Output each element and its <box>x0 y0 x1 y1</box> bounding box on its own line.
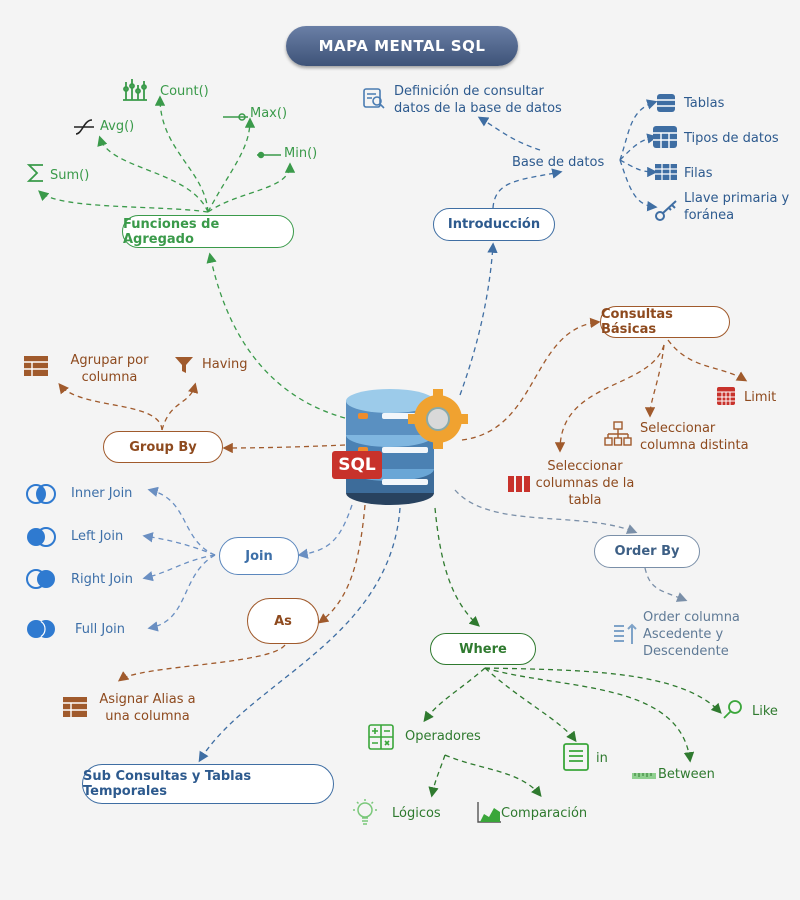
calculator-icon <box>368 724 394 754</box>
node-label: Order By <box>614 544 680 559</box>
item-agrupar: Agrupar por columna <box>70 353 149 385</box>
item-right-join: Right Join <box>71 572 134 587</box>
title-banner: MAPA MENTAL SQL <box>286 26 518 66</box>
node-label: Where <box>459 641 507 657</box>
key-icon <box>654 198 680 226</box>
table-icon <box>652 125 678 153</box>
item-tipos-de-datos: Tipos de datos <box>684 131 779 146</box>
item-min: Min() <box>284 146 318 161</box>
node-label: As <box>274 613 292 629</box>
database-icon <box>656 92 676 118</box>
table-icon <box>62 696 88 722</box>
area-chart-icon <box>476 800 502 828</box>
item-columnas-tabla: Seleccionar columnas de la tabla <box>535 459 635 508</box>
item-order-columna: Order columna Ascedente y Descendente <box>643 610 740 659</box>
magnifier-icon <box>722 698 744 724</box>
node-order-by[interactable]: Order By <box>594 535 700 568</box>
node-sub-consultas[interactable]: Sub Consultas y Tablas Temporales <box>82 764 334 804</box>
venn-full-icon <box>24 618 58 644</box>
slider-max-icon <box>222 108 250 127</box>
item-inner-join: Inner Join <box>71 486 133 501</box>
slider-min-icon <box>256 146 282 165</box>
item-tablas: Tablas <box>684 96 725 111</box>
columns-icon <box>507 474 531 498</box>
node-funciones-de-agregado[interactable]: Funciones de Agregado <box>122 215 294 248</box>
calendar-grid-icon <box>716 386 736 410</box>
table-icon <box>23 355 49 381</box>
item-operadores: Operadores <box>405 729 481 744</box>
sigma-icon <box>26 162 46 188</box>
item-llave: Llave primaria y foránea <box>684 191 790 223</box>
item-having: Having <box>202 357 248 372</box>
item-limit: Limit <box>744 390 777 405</box>
node-label: Funciones de Agregado <box>123 216 220 247</box>
item-comparacion: Comparación <box>501 806 588 821</box>
intro-definicion: Definición de consultar datos de la base… <box>394 84 562 116</box>
item-like: Like <box>752 704 778 719</box>
node-join[interactable]: Join <box>219 537 299 575</box>
page-title: MAPA MENTAL SQL <box>318 37 486 55</box>
venn-right-icon <box>24 568 58 594</box>
lightbulb-icon <box>352 798 378 830</box>
node-where[interactable]: Where <box>430 633 536 665</box>
item-left-join: Left Join <box>71 529 124 544</box>
node-group-by[interactable]: Group By <box>103 431 223 463</box>
sql-database-icon: SQL <box>330 385 470 510</box>
item-max: Max() <box>250 106 288 121</box>
bar-chart-icon <box>122 76 148 106</box>
node-introduccion[interactable]: Introducción <box>433 208 555 241</box>
node-label: Introducción <box>447 217 541 232</box>
node-label: Group By <box>129 439 197 455</box>
item-logicos: Lógicos <box>392 806 441 821</box>
venn-inner-icon <box>24 483 58 509</box>
item-in: in <box>596 751 608 766</box>
rows-icon <box>654 163 678 185</box>
item-count: Count() <box>160 84 209 99</box>
ruler-icon <box>631 767 657 786</box>
item-sum: Sum() <box>50 168 90 183</box>
venn-left-icon <box>24 526 58 552</box>
list-icon <box>563 743 589 775</box>
item-between: Between <box>658 767 715 782</box>
hierarchy-icon <box>604 420 632 452</box>
intro-base-de-datos: Base de datos <box>512 155 605 170</box>
sql-label: SQL <box>338 455 376 475</box>
item-full-join: Full Join <box>75 622 126 637</box>
filter-icon <box>174 355 194 379</box>
document-search-icon <box>362 86 386 114</box>
item-avg: Avg() <box>100 119 135 134</box>
curve-icon <box>72 118 96 140</box>
item-columna-distinta: Seleccionar columna distinta <box>640 421 749 453</box>
node-as[interactable]: As <box>247 598 319 644</box>
node-label: Consultas Básicas <box>601 307 673 337</box>
node-label: Join <box>245 548 273 564</box>
sort-icon <box>612 622 638 650</box>
item-filas: Filas <box>684 166 713 181</box>
node-label: Sub Consultas y Tablas Temporales <box>83 769 252 799</box>
item-alias: Asignar Alias a una columna <box>99 692 196 724</box>
node-consultas-basicas[interactable]: Consultas Básicas <box>600 306 730 338</box>
